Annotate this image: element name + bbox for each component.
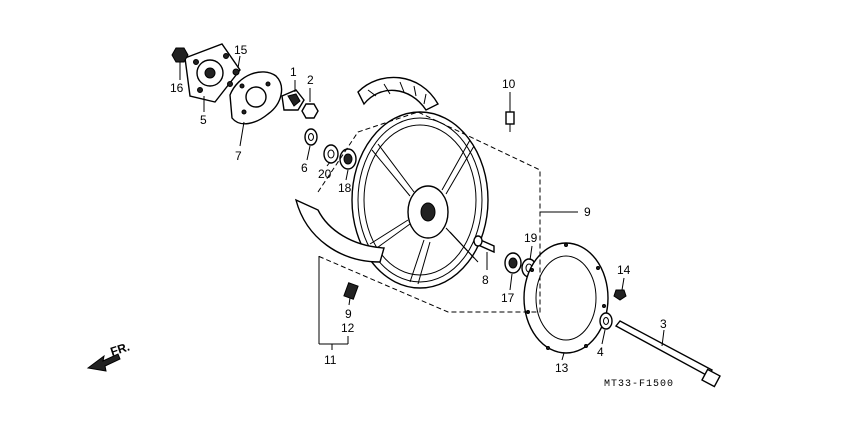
tire-tread-part — [357, 76, 439, 111]
front-direction-indicator: FR. — [86, 340, 132, 372]
callout-3: 3 — [660, 317, 667, 331]
direction-label: FR. — [109, 340, 132, 359]
callout-1: 1 — [290, 65, 297, 79]
wheel-rim-part — [351, 111, 489, 289]
flange-bolt-part — [232, 68, 240, 76]
callout-20: 20 — [318, 167, 332, 181]
callout-8: 8 — [482, 273, 489, 287]
callout-9-upper: 9 — [584, 205, 591, 219]
callout-17: 17 — [501, 291, 515, 305]
callout-12: 12 — [341, 321, 355, 335]
damper-plate-part — [229, 71, 283, 125]
callout-16: 16 — [170, 81, 184, 95]
brake-disc-part — [523, 242, 609, 354]
air-valve-part — [505, 111, 515, 132]
callout-6: 6 — [301, 161, 308, 175]
callout-15: 15 — [234, 43, 248, 57]
callout-11: 11 — [324, 353, 337, 367]
callout-14: 14 — [617, 263, 631, 277]
axle-nut-part — [301, 103, 319, 119]
callout-4: 4 — [597, 345, 604, 359]
callout-2: 2 — [307, 73, 314, 87]
washer-part — [304, 128, 318, 146]
sprocket-flange-part — [184, 43, 241, 103]
callout-9-lower: 9 — [345, 307, 352, 321]
disc-bolt-part — [613, 289, 627, 301]
callout-5: 5 — [200, 113, 207, 127]
side-collar-part — [599, 312, 613, 330]
distance-collar-part — [473, 235, 495, 254]
arrow-left-icon — [86, 353, 121, 372]
callout-19: 19 — [524, 231, 538, 245]
diagram-code: MT33-F1500 — [604, 379, 674, 390]
leader-lines — [179, 55, 665, 361]
bearing-part — [339, 148, 357, 170]
assembly-boundary — [317, 111, 541, 313]
axle-collar-part — [281, 89, 305, 111]
right-bearing-part — [504, 252, 522, 274]
axle-shaft-part — [614, 320, 721, 388]
callout-18: 18 — [338, 181, 352, 195]
balance-weight-part — [343, 282, 359, 300]
callout-10: 10 — [502, 77, 516, 91]
flange-nut-part — [171, 47, 189, 63]
callout-7: 7 — [235, 149, 242, 163]
callout-13: 13 — [555, 361, 569, 375]
tire-side-part — [294, 198, 385, 263]
dust-seal-part — [323, 144, 339, 164]
